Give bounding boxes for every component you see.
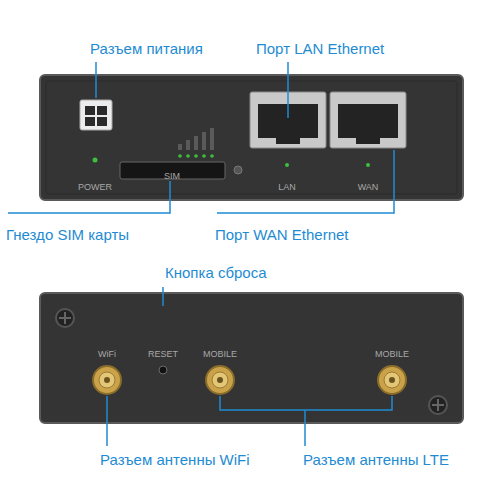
leader-line — [106, 396, 108, 446]
leader-line — [287, 62, 289, 118]
antenna-connector-core — [212, 372, 228, 388]
signal-bar — [186, 140, 190, 150]
label-holder: Кнопка сброса — [165, 264, 267, 282]
panel-body — [40, 75, 463, 200]
callout-label: Разъем антенны WiFi — [100, 451, 250, 469]
power-pin — [97, 106, 107, 115]
antenna-connector — [93, 366, 121, 394]
label-holder: MOBILE — [375, 343, 409, 361]
screw — [56, 309, 74, 327]
power-pin — [97, 117, 107, 126]
panel-marking: RESET — [148, 349, 178, 360]
leader-line — [162, 287, 164, 306]
ethernet-port — [330, 92, 406, 148]
signal-bar — [178, 144, 182, 150]
antenna-connector — [206, 366, 234, 394]
panel-marking: WiFi — [98, 349, 116, 360]
leader-line — [8, 181, 170, 213]
callout-label: Гнездо SIM карты — [6, 226, 129, 244]
antenna-connector-core — [384, 372, 400, 388]
antenna-pin — [389, 377, 395, 383]
label-holder: LAN — [278, 176, 296, 194]
reset-hole — [159, 366, 167, 374]
callout-label: Разъем антенны LTE — [303, 451, 449, 469]
signal-led — [210, 154, 214, 158]
callout-label: Порт LAN Ethernet — [256, 40, 384, 58]
power-pin — [85, 106, 95, 115]
label-holder: Разъем питания — [90, 40, 203, 58]
signal-bar — [210, 128, 214, 150]
signal-bar — [194, 136, 198, 150]
antenna-connector — [378, 366, 406, 394]
label-holder: SIM — [164, 165, 180, 183]
panel-marking: SIM — [164, 171, 180, 182]
back-panel — [40, 293, 463, 423]
label-holder: WAN — [358, 176, 379, 194]
panel-bevel — [46, 81, 457, 194]
label-holder: Разъем антенны WiFi — [100, 451, 250, 469]
label-holder: Гнездо SIM карты — [6, 226, 129, 244]
screw-slot — [59, 312, 71, 324]
signal-led — [194, 154, 198, 158]
power-pin — [85, 117, 95, 126]
lan-led — [285, 163, 289, 167]
screw — [429, 396, 447, 414]
callout-label: Разъем питания — [90, 40, 203, 58]
leader-line — [220, 396, 392, 446]
power-connector — [80, 100, 112, 130]
label-holder: Порт LAN Ethernet — [256, 40, 384, 58]
leader-line — [95, 62, 97, 98]
port-opening — [338, 104, 398, 144]
label-holder: RESET — [148, 343, 178, 361]
label-holder: Разъем антенны LTE — [303, 451, 449, 469]
label-holder: WiFi — [98, 343, 116, 361]
label-holder: POWER — [78, 176, 112, 194]
label-holder: MOBILE — [203, 343, 237, 361]
leader-lines — [8, 62, 394, 446]
leader-line — [217, 150, 394, 213]
power-led — [93, 158, 98, 163]
callout-label: Порт WAN Ethernet — [215, 226, 348, 244]
label-holder: Порт WAN Ethernet — [215, 226, 348, 244]
signal-led — [178, 154, 182, 158]
antenna-pin — [217, 377, 223, 383]
panel-marking: POWER — [78, 182, 112, 193]
antenna-pin — [104, 377, 110, 383]
signal-led — [186, 154, 190, 158]
screw-slot — [432, 399, 444, 411]
panel-marking: MOBILE — [203, 349, 237, 360]
status-led — [234, 166, 242, 174]
panel-marking: MOBILE — [375, 349, 409, 360]
panel-marking: WAN — [358, 182, 379, 193]
wan-led — [366, 163, 370, 167]
front-panel — [40, 75, 463, 200]
signal-led — [202, 154, 206, 158]
signal-bar — [202, 132, 206, 150]
callout-label: Кнопка сброса — [165, 264, 267, 282]
antenna-connector-core — [99, 372, 115, 388]
panel-body — [40, 293, 463, 423]
panel-marking: LAN — [278, 182, 296, 193]
